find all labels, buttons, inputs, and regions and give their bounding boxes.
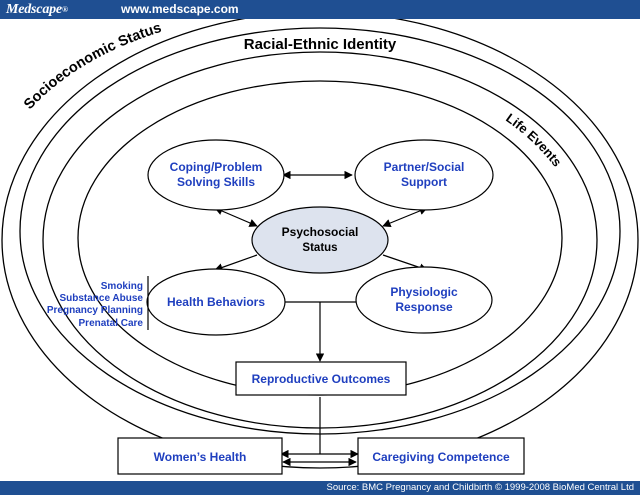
arrow-coping-psychosocial bbox=[214, 207, 258, 227]
registered-mark: ® bbox=[61, 5, 68, 14]
node-coping: Coping/Problem Solving Skills bbox=[147, 139, 285, 211]
node-psychosocial-line2: Status bbox=[302, 242, 337, 254]
node-reproductive-outcomes: Reproductive Outcomes bbox=[235, 361, 407, 396]
node-caregiving: Caregiving Competence bbox=[357, 437, 525, 475]
node-womens-health: Women’s Health bbox=[117, 437, 283, 475]
brand-name: Medscape bbox=[6, 2, 62, 17]
node-reproductive-label: Reproductive Outcomes bbox=[252, 372, 391, 386]
node-womens-health-label: Women’s Health bbox=[154, 450, 247, 464]
ring-label-life-events: Life Events bbox=[503, 110, 564, 169]
behavior-list: Smoking Substance Abuse Pregnancy Planni… bbox=[47, 281, 144, 329]
arrow-partner-psychosocial bbox=[382, 206, 428, 228]
behavior-item: Pregnancy Planning bbox=[47, 305, 143, 316]
footer-bar: Source: BMC Pregnancy and Childbirth © 1… bbox=[0, 481, 640, 495]
framework-diagram: Socioeconomic Status Racial-Ethnic Ident… bbox=[1, 19, 639, 475]
node-psychosocial: Psychosocial Status bbox=[251, 206, 389, 274]
node-coping-line1: Coping/Problem bbox=[170, 160, 263, 174]
node-health-behaviors-label: Health Behaviors bbox=[167, 295, 265, 309]
source-credit: Source: BMC Pregnancy and Childbirth © 1… bbox=[326, 482, 634, 493]
node-psychosocial-line1: Psychosocial bbox=[282, 225, 359, 239]
node-physiologic-line1: Physiologic bbox=[390, 285, 458, 299]
behavior-item: Prenatal Care bbox=[79, 318, 144, 329]
node-caregiving-label: Caregiving Competence bbox=[372, 450, 510, 464]
node-health-behaviors: Health Behaviors bbox=[146, 268, 286, 336]
node-partner-line2: Support bbox=[401, 175, 447, 189]
site-url[interactable]: www.medscape.com bbox=[121, 2, 239, 16]
medscape-logo[interactable]: Medscape® bbox=[6, 1, 68, 18]
arrow-psychosocial-health bbox=[214, 254, 258, 272]
behavior-item: Smoking bbox=[101, 281, 143, 292]
node-physiologic-line2: Response bbox=[395, 300, 453, 314]
ring-label-racial-ethnic: Racial-Ethnic Identity bbox=[244, 36, 397, 53]
behavior-item: Substance Abuse bbox=[59, 293, 143, 304]
node-physiologic: Physiologic Response bbox=[355, 266, 493, 334]
node-partner-line1: Partner/Social bbox=[384, 160, 465, 174]
ring-socioeconomic bbox=[1, 19, 639, 469]
node-partner: Partner/Social Support bbox=[354, 139, 494, 211]
node-coping-line2: Solving Skills bbox=[177, 175, 255, 189]
header-bar: Medscape® www.medscape.com bbox=[0, 0, 640, 19]
